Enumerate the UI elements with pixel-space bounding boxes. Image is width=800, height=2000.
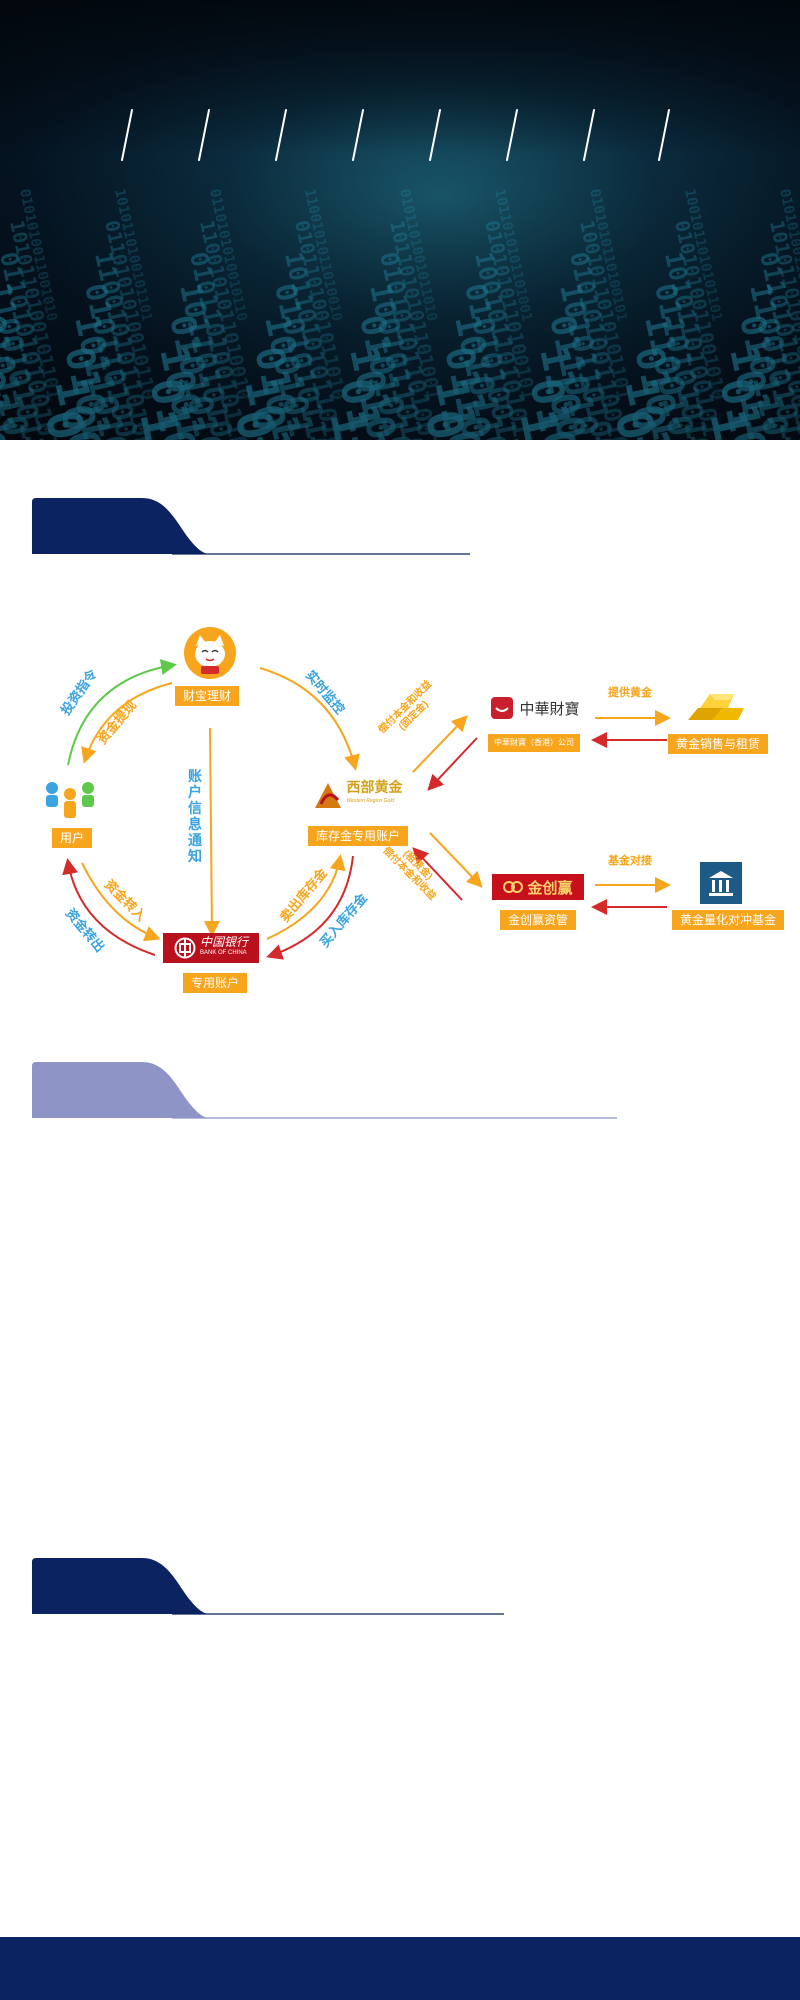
zhonghua-caibao-logo: 中華財寶 <box>485 694 585 722</box>
edge-provide-gold: 提供黄金 <box>608 687 652 699</box>
node-jinchuang-label: 金创赢资管 <box>500 910 577 930</box>
section-3-header-tab <box>32 1558 507 1618</box>
flow-arrows <box>62 659 671 960</box>
arrow-buy-stock <box>266 855 354 960</box>
arrow-withdraw <box>81 682 173 764</box>
gold-bars-icon <box>682 682 750 726</box>
arrow-xibu-to-zhonghua <box>412 715 468 773</box>
business-flow-diagram: 财宝理财 用户 中国银行 BANK OF CHINA 专用账户 西部黄金 Wes… <box>30 600 790 1020</box>
node-xibu-label: 库存金专用账户 <box>308 826 409 846</box>
bank-of-china-logo: 中国银行 BANK OF CHINA <box>163 933 259 963</box>
hero-banner: 0101010011001010101011010010110101101010… <box>0 0 800 440</box>
arrow-realtime-monitor <box>259 667 360 771</box>
binary-data-background: 0101010011001010101011010010110101101010… <box>0 0 800 440</box>
arrow-fund-out <box>62 858 156 956</box>
arrow-sell-stock <box>266 854 346 940</box>
footer-bar <box>0 1937 800 2000</box>
edge-fund-dock: 基金对接 <box>608 855 652 867</box>
arrow-xibu-to-jinchuang <box>429 832 483 888</box>
arrow-account-notice <box>203 727 220 937</box>
arrow-jinchuang-to-xibu <box>412 847 463 901</box>
people-group-icon <box>42 780 98 820</box>
section-1-header-tab <box>32 498 472 558</box>
arrow-zhonghua-to-xibu <box>427 737 478 791</box>
lucky-cat-icon <box>183 626 237 680</box>
node-fund-label: 黄金量化对冲基金 <box>672 910 785 930</box>
section-2-header-tab <box>32 1062 622 1122</box>
arrow-invest-command <box>67 659 177 766</box>
slash-separators <box>121 109 670 161</box>
node-gold-sales-label: 黄金销售与租赁 <box>668 734 769 754</box>
edge-account-notice: 账户信息通知 <box>188 768 202 864</box>
arrow-fund-in <box>81 862 161 942</box>
fund-building-icon <box>700 862 742 904</box>
jinchuangying-logo: 金创赢 <box>492 874 584 900</box>
western-gold-logo: 西部黄金 Western Region Gold <box>302 778 412 812</box>
node-user-label: 用户 <box>52 828 93 848</box>
node-boc-label: 专用账户 <box>183 973 248 993</box>
node-zhonghua-label: 中華財寶（香港）公司 <box>488 734 580 752</box>
node-caibao-label: 财宝理财 <box>175 686 240 706</box>
